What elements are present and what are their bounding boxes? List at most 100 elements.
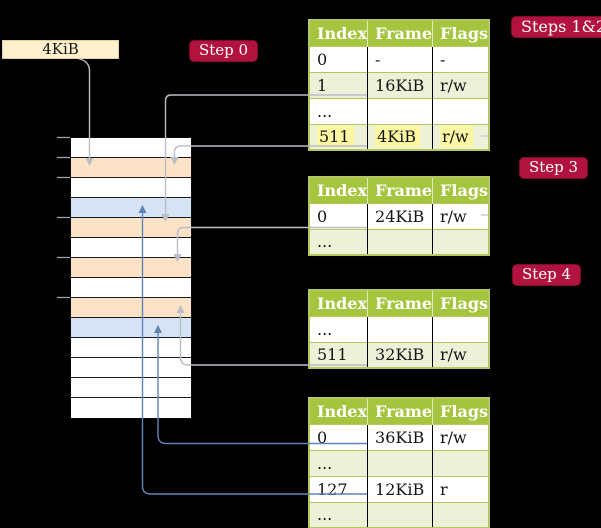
- memory-row-2: [71, 178, 191, 198]
- table-cell: 32KiB: [367, 341, 433, 368]
- column-header-index: Index: [309, 177, 368, 203]
- table-row: 511 4KiB r/w: [309, 123, 490, 150]
- table-cell: [432, 449, 490, 476]
- cell-text: r/w: [440, 206, 467, 226]
- column-header-flags: Flags: [432, 290, 490, 316]
- table-cell: [367, 501, 433, 528]
- table-cell: 24KiB: [367, 202, 433, 229]
- table-cell: 0: [309, 202, 368, 229]
- cell-text: 16KiB: [375, 75, 425, 95]
- cell-text: 127: [317, 479, 348, 499]
- cell-text: r/w: [440, 126, 473, 148]
- frame-size-box: 4KiB: [2, 40, 119, 59]
- table-cell: [367, 228, 433, 255]
- memory-row-13: [71, 398, 191, 418]
- cell-text: 511: [317, 345, 348, 365]
- table-cell: -: [367, 45, 433, 72]
- column-header-flags: Flags: [432, 177, 490, 203]
- cell-text: 511: [317, 126, 354, 148]
- column-header-flags: Flags: [432, 398, 490, 424]
- cell-text: 1: [317, 75, 328, 95]
- cell-text: 32KiB: [375, 345, 425, 365]
- column-header-index: Index: [309, 20, 368, 46]
- cell-text: 12KiB: [375, 479, 425, 499]
- step3-label: Step 3: [529, 158, 579, 176]
- table-cell: 1: [309, 71, 368, 98]
- step0-badge: Step 0: [189, 40, 259, 62]
- table-cell: [432, 315, 490, 342]
- table-cell: 511: [309, 123, 368, 150]
- step4-badge: Step 4: [512, 264, 582, 286]
- table-cell: 127: [309, 475, 368, 502]
- column-header-frame: Frame: [367, 177, 433, 203]
- memory-row-9: [71, 318, 191, 338]
- cell-text: 0: [317, 427, 328, 447]
- cell-text: r/w: [440, 75, 467, 95]
- cell-text: -: [440, 49, 446, 69]
- step4-label: Step 4: [522, 265, 572, 283]
- table-cell: ...: [309, 97, 368, 124]
- table-row: ...: [309, 449, 490, 476]
- table-cell: ...: [309, 315, 368, 342]
- memory-row-11: [71, 358, 191, 378]
- cell-text: 36KiB: [375, 427, 425, 447]
- memory-row-4: [71, 218, 191, 238]
- column-header-frame: Frame: [367, 290, 433, 316]
- steps-1-2-label: Steps 1&2: [521, 17, 601, 36]
- table-row: ...: [309, 501, 490, 528]
- memory-row-8: [71, 298, 191, 318]
- table-cell: ...: [309, 501, 368, 528]
- cell-text: ...: [317, 232, 333, 252]
- table-row: 0 - -: [309, 45, 490, 72]
- table-cell: [367, 97, 433, 124]
- step0-label: Step 0: [199, 41, 249, 59]
- table-row: 1 16KiB r/w: [309, 71, 490, 98]
- table-row: 511 32KiB r/w: [309, 341, 490, 368]
- table-row: ...: [309, 228, 490, 255]
- table-cell: -: [432, 45, 490, 72]
- table-cell: [367, 315, 433, 342]
- memory-row-0: [71, 138, 191, 158]
- table-cell: r/w: [432, 123, 490, 150]
- table-cell: r/w: [432, 202, 490, 229]
- column-header-frame: Frame: [367, 20, 433, 46]
- table-cell: [432, 228, 490, 255]
- table-cell: [432, 501, 490, 528]
- cell-text: ...: [317, 101, 333, 121]
- memory-row-1: [71, 158, 191, 178]
- cell-text: ...: [317, 505, 333, 525]
- table-row: ...: [309, 315, 490, 342]
- table-cell: 0: [309, 45, 368, 72]
- column-header-flags: Flags: [432, 20, 490, 46]
- cell-text: r: [440, 479, 448, 499]
- column-header-frame: Frame: [367, 398, 433, 424]
- table-cell: [432, 97, 490, 124]
- memory-row-7: [71, 278, 191, 298]
- table-row: ...: [309, 97, 490, 124]
- table-cell: r/w: [432, 71, 490, 98]
- memory-row-6: [71, 258, 191, 278]
- memory-row-12: [71, 378, 191, 398]
- column-header-index: Index: [309, 290, 368, 316]
- cell-text: r/w: [440, 345, 467, 365]
- table-cell: r/w: [432, 423, 490, 450]
- table-cell: 4KiB: [367, 123, 433, 150]
- memory-address-ticks: [57, 136, 70, 299]
- cell-text: ...: [317, 319, 333, 339]
- memory-row-10: [71, 338, 191, 358]
- cell-text: 0: [317, 49, 328, 69]
- steps-1-2-badge: Steps 1&2: [511, 16, 601, 38]
- table-cell: 0: [309, 423, 368, 450]
- table-cell: r/w: [432, 341, 490, 368]
- table-row: 0 36KiB r/w: [309, 423, 490, 450]
- cell-text: -: [375, 49, 381, 69]
- cell-text: 24KiB: [375, 206, 425, 226]
- cell-text: r/w: [440, 427, 467, 447]
